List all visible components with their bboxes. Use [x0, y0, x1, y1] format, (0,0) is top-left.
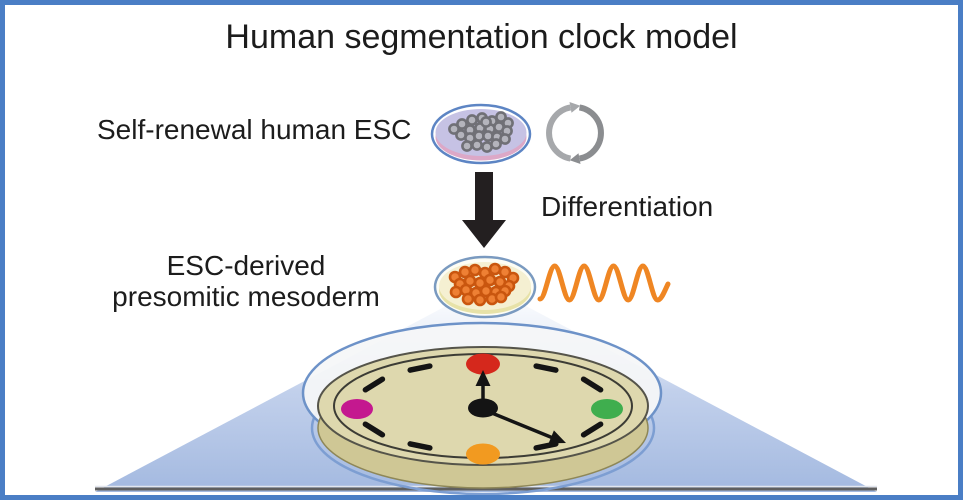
clock-hand-long [485, 409, 555, 440]
psm-label-line2: presomitic mesoderm [112, 281, 380, 312]
cycle-arrowhead-right [569, 153, 581, 164]
esc-dish [430, 103, 532, 165]
marker-9-oclock [341, 399, 373, 419]
psm-cells [448, 262, 520, 307]
clock-dish [301, 321, 663, 496]
esc-cells [448, 111, 514, 153]
marker-3-oclock [591, 399, 623, 419]
cycle-arc-right [578, 104, 604, 162]
cycle-arrowhead-left [569, 102, 581, 113]
psm-label: ESC-derived presomitic mesoderm [100, 250, 392, 312]
psm-label-line1: ESC-derived [166, 250, 326, 281]
marker-6-oclock [466, 443, 500, 465]
clock-hand-long-arrowhead [548, 430, 566, 444]
oscillation-wave-icon [537, 263, 671, 303]
differentiation-label: Differentiation [541, 191, 714, 222]
clock-tick-marks [362, 363, 604, 451]
cycle-arc-left [546, 104, 572, 162]
clock-hub [468, 398, 498, 418]
psm-dish [433, 255, 537, 319]
esc-label: Self-renewal human ESC [97, 114, 412, 145]
page-title: Human segmentation clock model [225, 18, 738, 56]
clock-hand-up-arrowhead [475, 370, 491, 386]
cycle-icon [546, 102, 604, 164]
marker-12-oclock [466, 353, 500, 375]
down-arrow-icon [462, 172, 506, 248]
